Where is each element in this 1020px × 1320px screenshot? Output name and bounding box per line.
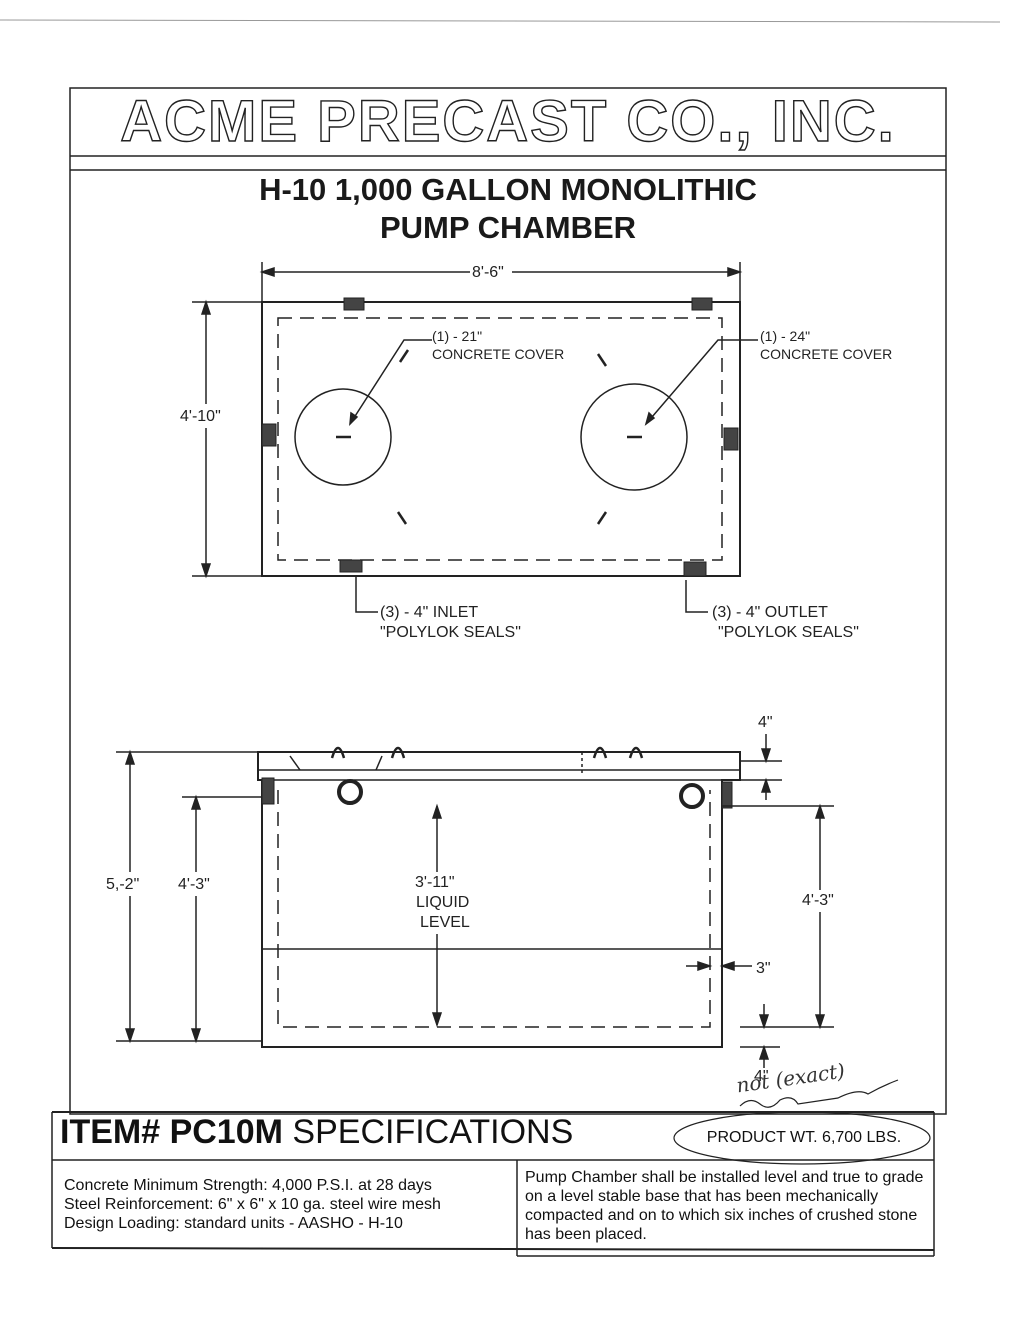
wall-thickness-dimension: 3": [756, 960, 771, 977]
liquid-level-dimension: 3'-11": [415, 874, 455, 891]
outlet-qty: (3) - 4" OUTLET: [712, 604, 828, 621]
wall-height-left-dimension: 4'-3": [178, 876, 210, 893]
specs-label: SPECIFICATIONS: [292, 1113, 574, 1151]
top-thickness-dimension: 4": [758, 714, 773, 731]
plan-width-dimension: 8'-6": [472, 264, 504, 281]
wall-height-right-dimension: 4'-3": [802, 892, 834, 909]
outlet-desc: "POLYLOK SEALS": [718, 624, 859, 641]
small-cover-desc: CONCRETE COVER: [432, 346, 565, 362]
large-cover-desc: CONCRETE COVER: [760, 346, 893, 362]
spec-list: Concrete Minimum Strength: 4,000 P.S.I. …: [64, 1176, 441, 1233]
inlet-desc: "POLYLOK SEALS": [380, 624, 521, 641]
plan-height-dimension: 4'-10": [180, 408, 221, 425]
company-name: ACME PRECAST CO., INC.: [120, 88, 896, 154]
drawing-title-line2: PUMP CHAMBER: [379, 210, 637, 245]
overall-height-dimension: 5,-2": [106, 876, 140, 893]
liquid-level-label-2: LEVEL: [420, 914, 470, 931]
spec-loading: Design Loading: standard units - AASHO -…: [64, 1215, 403, 1232]
item-number: PC10M: [169, 1113, 283, 1151]
install-note: Pump Chamber shall be installed level an…: [525, 1169, 924, 1243]
large-cover-qty: (1) - 24": [760, 328, 811, 344]
item-label: ITEM#: [60, 1113, 161, 1151]
small-cover-qty: (1) - 21": [432, 328, 483, 344]
liquid-level-label-1: LIQUID: [416, 894, 470, 911]
spec-steel: Steel Reinforcement: 6" x 6" x 10 ga. st…: [64, 1196, 441, 1213]
item-spec-heading: ITEM# PC10M SPECIFICATIONS: [60, 1112, 573, 1152]
bottom-thickness-dimension: 4": [754, 1068, 769, 1085]
inlet-qty: (3) - 4" INLET: [380, 604, 479, 621]
drawing-title-line1: H-10 1,000 GALLON MONOLITHIC: [259, 172, 757, 207]
product-weight: PRODUCT WT. 6,700 LBS.: [706, 1129, 902, 1146]
spec-concrete: Concrete Minimum Strength: 4,000 P.S.I. …: [64, 1177, 432, 1194]
